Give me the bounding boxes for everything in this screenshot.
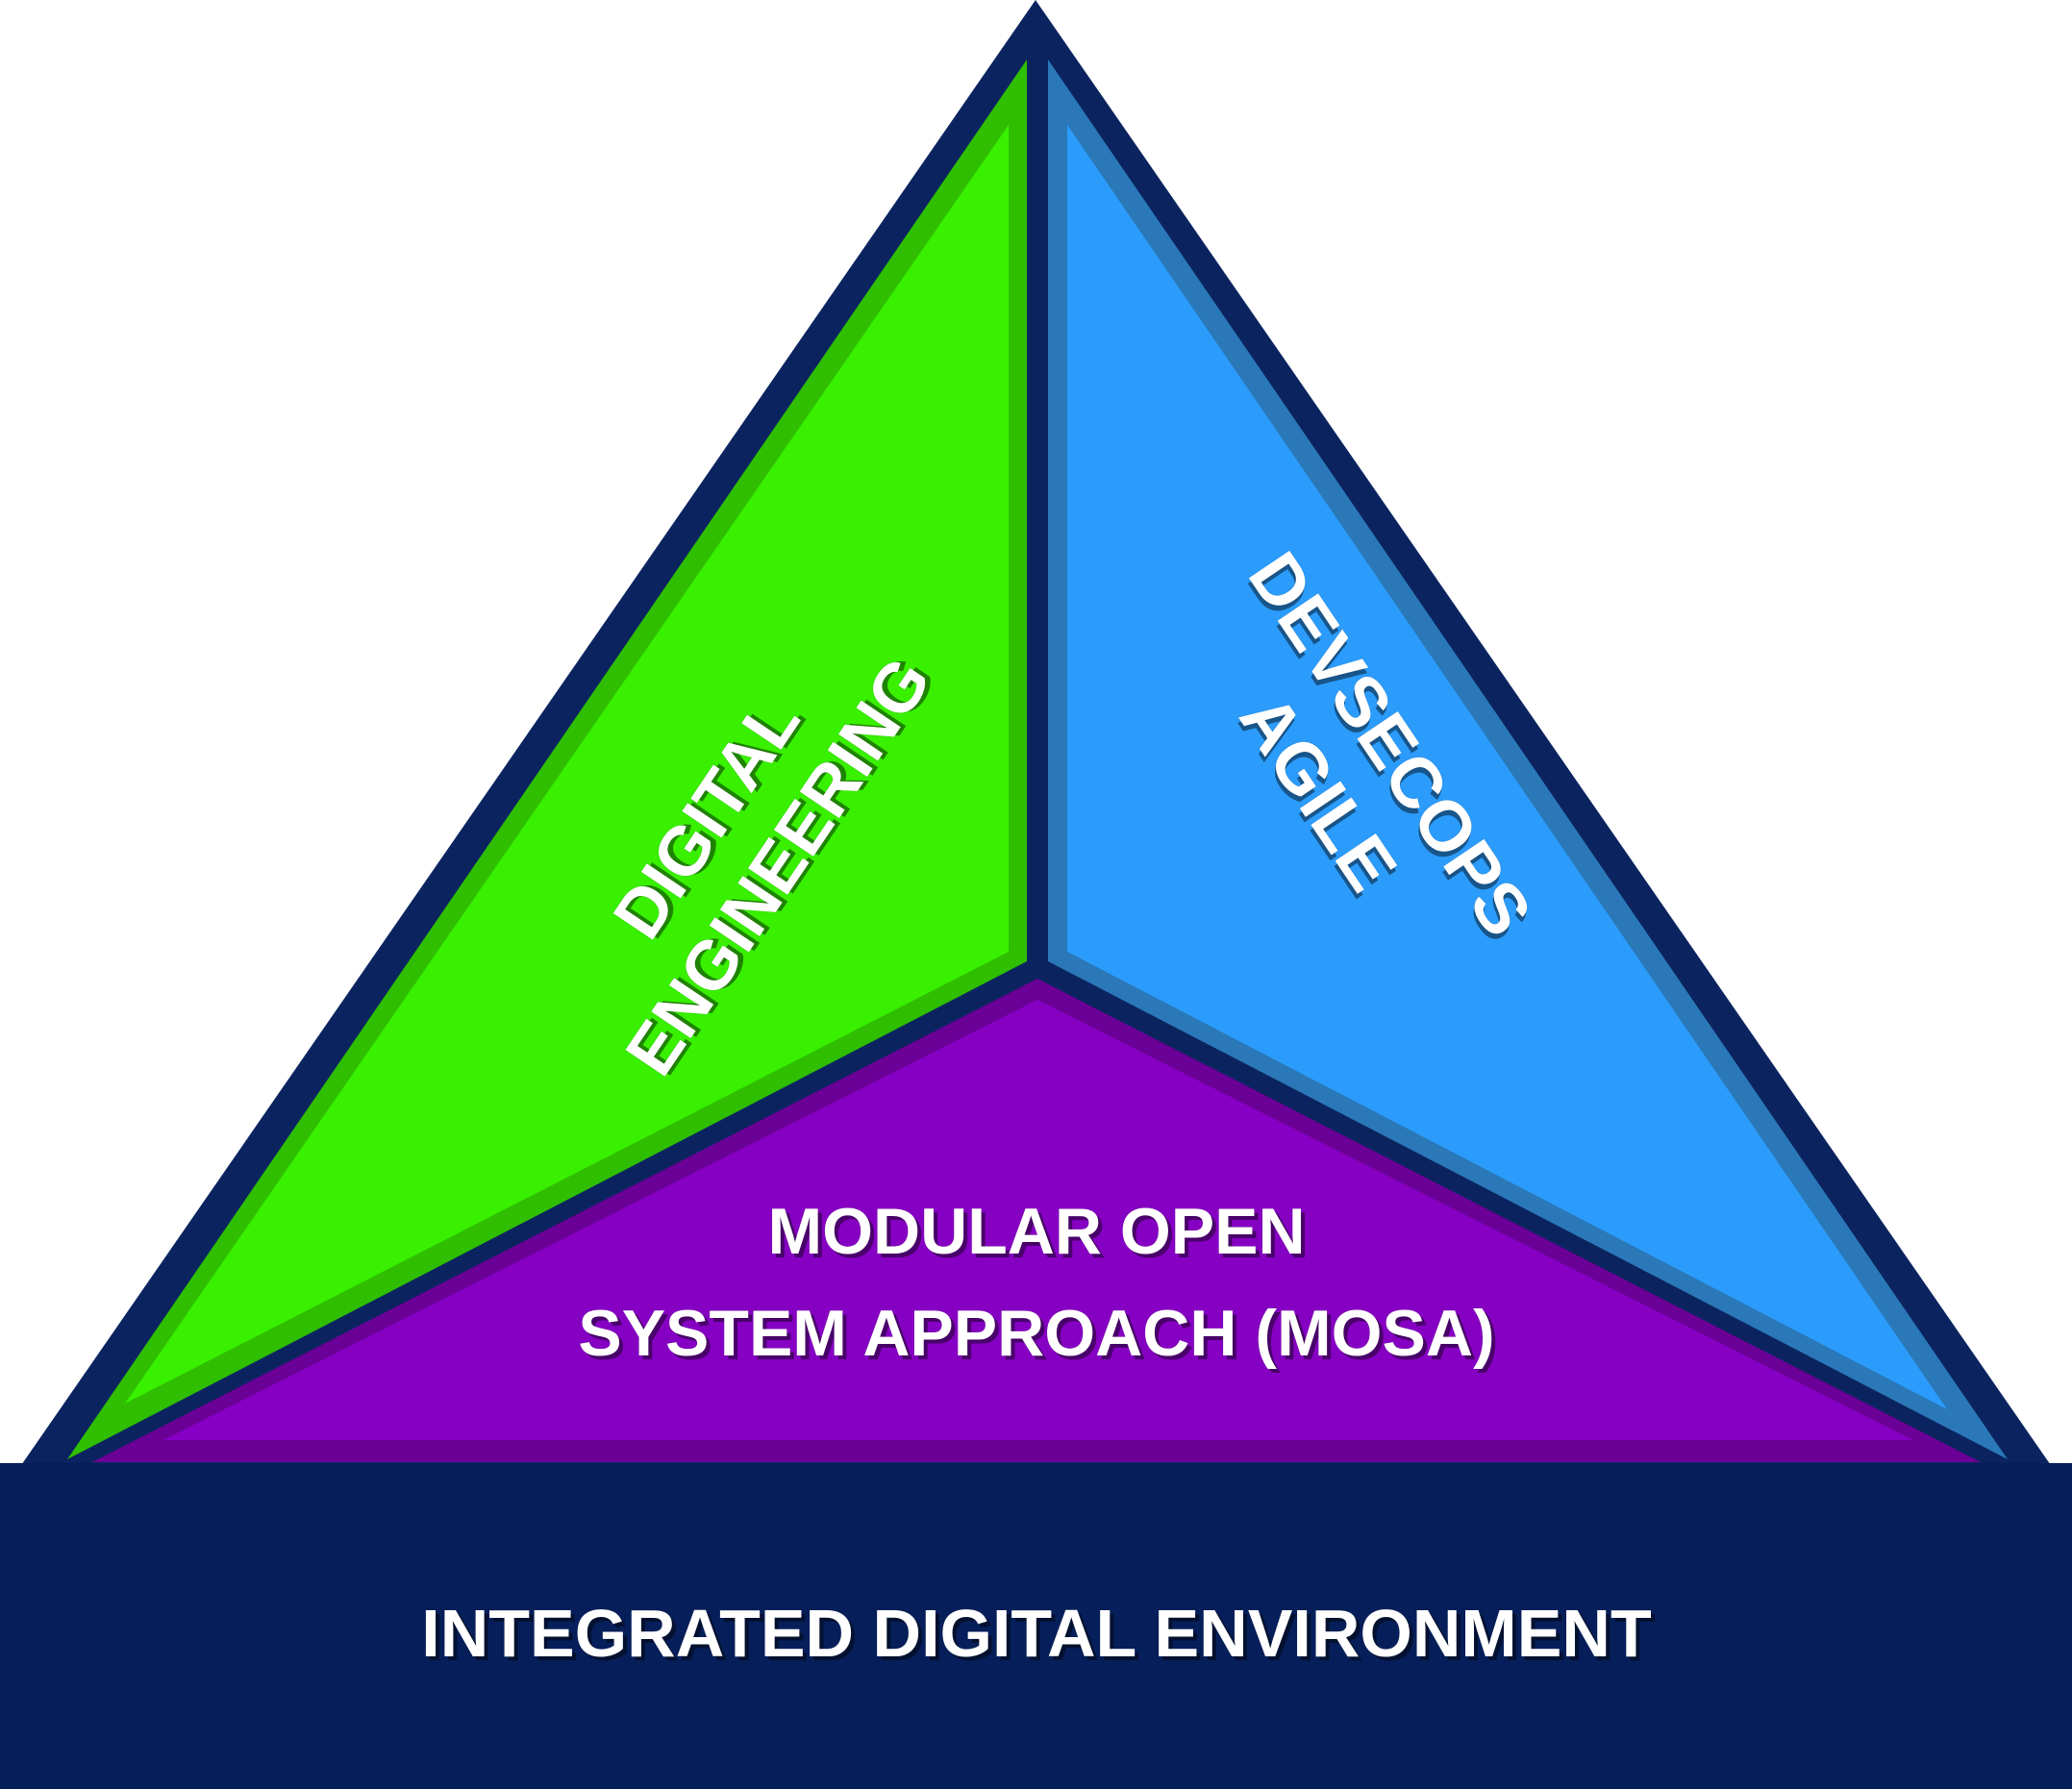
mosa-segment bbox=[92, 979, 1981, 1462]
svg-text:MODULAR OPEN: MODULAR OPEN bbox=[771, 1199, 1309, 1272]
mosa-label: MODULAR OPEN MODULAR OPEN SYSTEM APPROAC… bbox=[578, 1195, 1499, 1375]
digital-engineering-segment bbox=[67, 60, 1027, 1459]
base-label-group: INTEGRATED DIGITAL ENVIRONMENT INTEGRATE… bbox=[421, 1596, 1656, 1676]
svg-text:INTEGRATED DIGITAL ENVIRONMENT: INTEGRATED DIGITAL ENVIRONMENT bbox=[425, 1600, 1655, 1675]
base-band bbox=[0, 1463, 2072, 1789]
svg-text:SYSTEM APPROACH (MOSA): SYSTEM APPROACH (MOSA) bbox=[582, 1301, 1498, 1374]
base-label: INTEGRATED DIGITAL ENVIRONMENT bbox=[421, 1596, 1651, 1671]
devsecops-segment bbox=[1048, 60, 2008, 1459]
mosa-line1: MODULAR OPEN bbox=[767, 1195, 1305, 1268]
mosa-line2: SYSTEM APPROACH (MOSA) bbox=[578, 1297, 1494, 1370]
